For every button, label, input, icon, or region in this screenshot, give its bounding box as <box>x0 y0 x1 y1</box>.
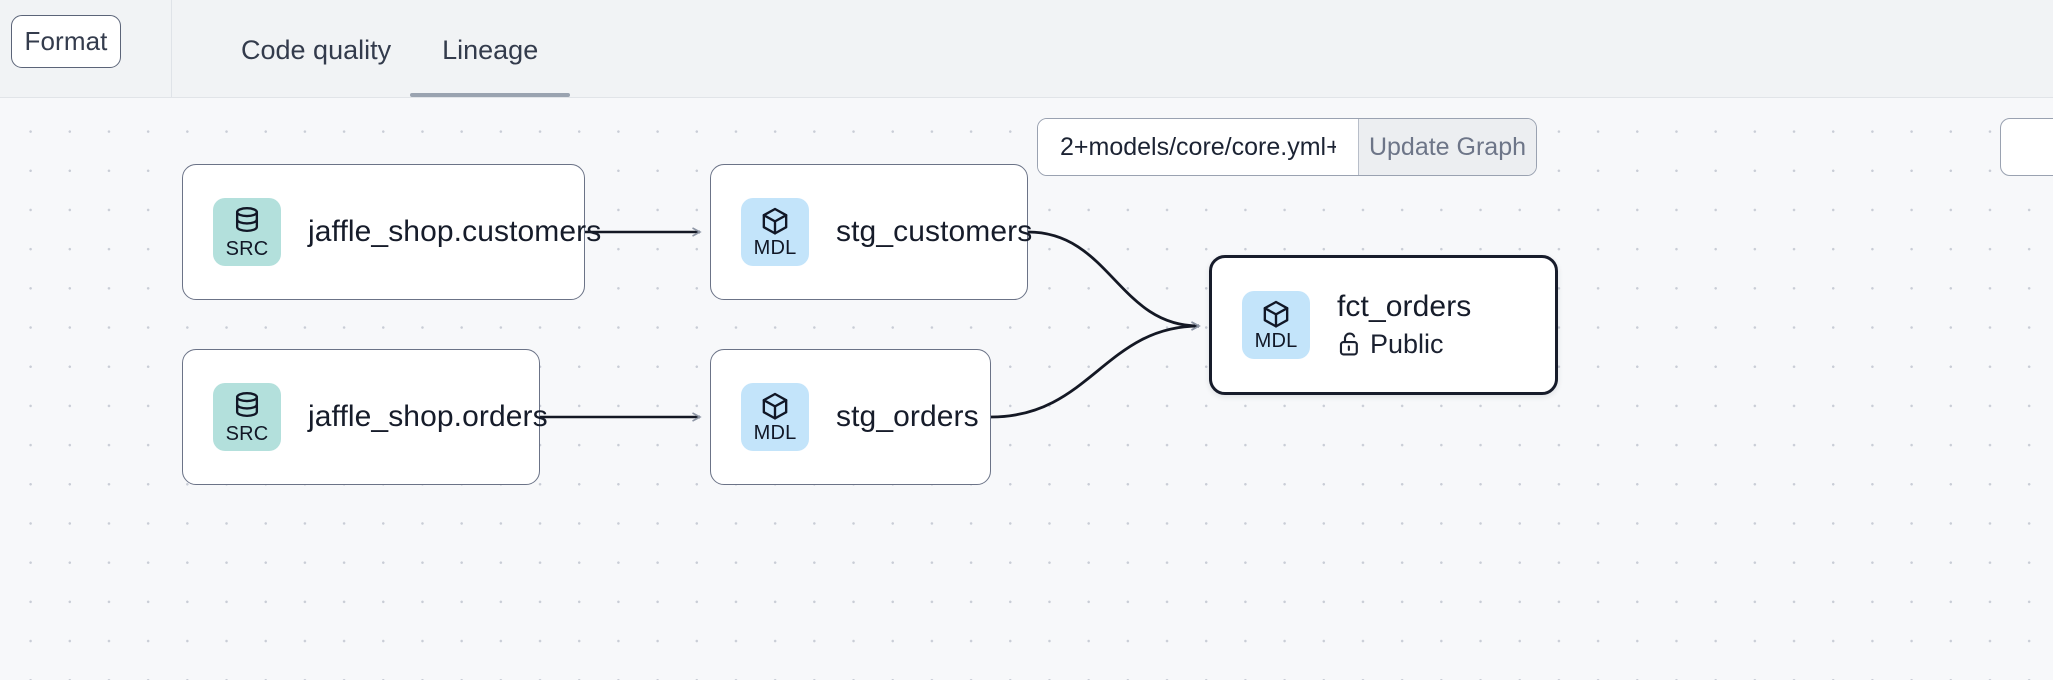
node-body: fct_orders Public <box>1337 289 1471 361</box>
node-title: stg_orders <box>836 400 979 433</box>
database-icon <box>232 206 262 239</box>
badge-mdl-label: MDL <box>753 422 797 444</box>
database-icon <box>232 391 262 424</box>
node-body: stg_orders <box>836 399 979 435</box>
tab-code-quality[interactable]: Code quality <box>241 0 391 97</box>
cube-icon <box>760 391 790 423</box>
tab-lineage[interactable]: Lineage <box>410 0 571 97</box>
node-access-badge: Public <box>1337 327 1471 361</box>
edge-stg-orders-to-fct-orders <box>990 321 1201 419</box>
node-title: fct_orders <box>1337 290 1472 323</box>
graph-controls: Update Graph <box>1037 118 1537 176</box>
unlock-icon <box>1337 331 1361 357</box>
badge-src-label: SRC <box>225 237 269 260</box>
node-stg-orders[interactable]: MDL stg_orders <box>710 349 991 485</box>
cube-icon <box>1261 299 1291 331</box>
edge-stg-customers-to-fct-orders <box>1027 230 1201 331</box>
tab-bar: Code quality Lineage <box>172 0 571 97</box>
update-graph-button[interactable]: Update Graph <box>1358 119 1536 175</box>
cube-icon <box>760 206 790 238</box>
tab-code-quality-label: Code quality <box>241 35 392 65</box>
badge-mdl: MDL <box>1242 291 1310 359</box>
format-button[interactable]: Format <box>11 15 121 68</box>
badge-src: SRC <box>213 383 281 451</box>
tab-lineage-label: Lineage <box>442 35 539 65</box>
badge-src: SRC <box>213 198 281 266</box>
node-title: jaffle_shop.orders <box>308 400 548 433</box>
badge-mdl-label: MDL <box>753 237 797 259</box>
node-body: jaffle_shop.orders <box>308 399 548 435</box>
node-title: stg_customers <box>836 215 1033 248</box>
tab-active-indicator <box>410 93 571 97</box>
graph-selector-input[interactable] <box>1038 119 1358 175</box>
node-src-customers[interactable]: SRC jaffle_shop.customers <box>182 164 601 300</box>
lineage-canvas[interactable]: SRC jaffle_shop.customers MDL stg_custo <box>0 98 2053 680</box>
node-fct-orders[interactable]: MDL fct_orders Public <box>1209 255 1558 395</box>
node-stg-customers[interactable]: MDL stg_customers <box>710 164 1032 300</box>
toolbar-left-section: Format <box>0 0 172 97</box>
editor-toolbar: Format Code quality Lineage <box>0 0 2053 98</box>
badge-mdl-label: MDL <box>1254 330 1298 352</box>
badge-mdl: MDL <box>741 383 809 451</box>
node-body: jaffle_shop.customers <box>308 214 601 250</box>
node-body: stg_customers <box>836 214 1032 250</box>
node-title: jaffle_shop.customers <box>308 215 602 248</box>
node-access-label: Public <box>1370 329 1444 359</box>
badge-mdl: MDL <box>741 198 809 266</box>
graph-side-control-panel[interactable] <box>2000 118 2053 176</box>
badge-src-label: SRC <box>225 422 269 445</box>
node-src-orders[interactable]: SRC jaffle_shop.orders <box>182 349 548 485</box>
